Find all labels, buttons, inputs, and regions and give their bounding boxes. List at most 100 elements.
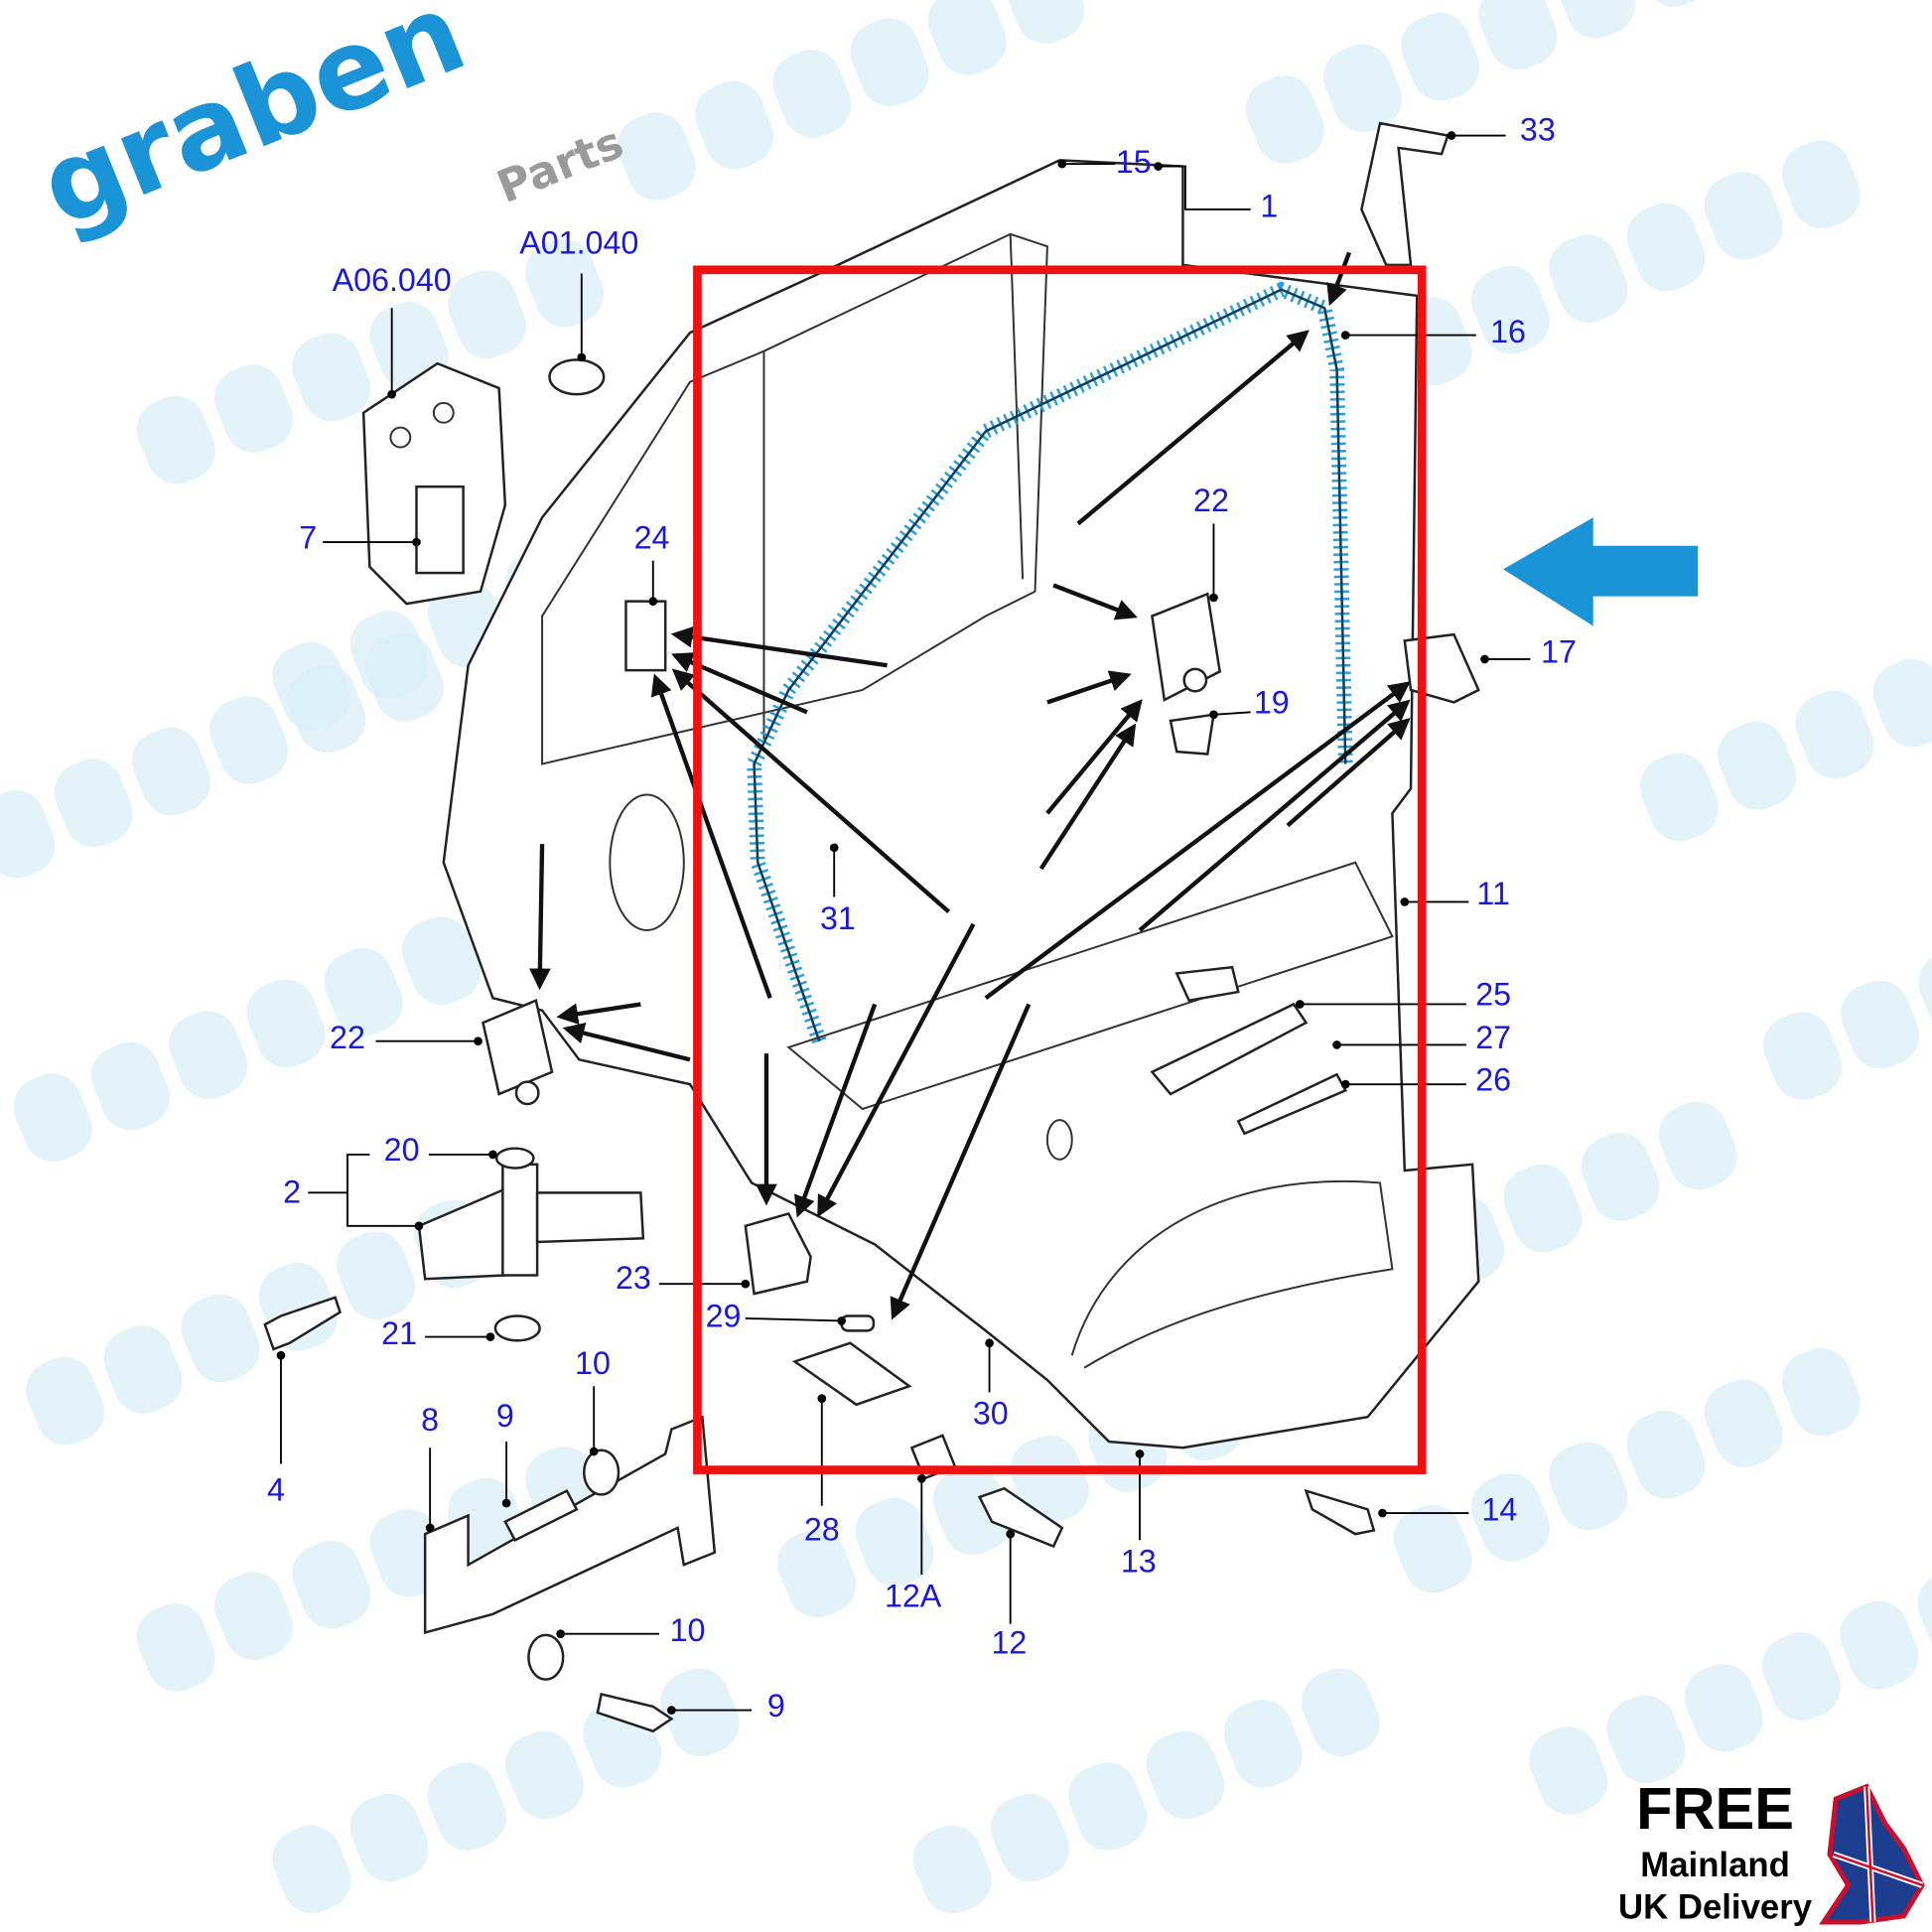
leader-dot [1057,159,1067,169]
logo-word: graben [23,0,482,253]
callout-24: 24 [634,519,670,555]
callout-16: 16 [1490,314,1526,349]
pad-29 [840,1314,876,1332]
bolts-9-10 [503,1449,674,1733]
leader-dot [577,352,587,362]
leader-dot [1378,1508,1387,1518]
watermark-mark [13,916,481,1163]
promo-mainland: Mainland [1640,1847,1790,1884]
callout-a06040: A06.040 [333,262,452,298]
promo-free: FREE [1636,1775,1794,1842]
watermark-mark [1245,0,1713,164]
leader-dot [488,1150,497,1160]
check-strap-33 [1360,121,1449,267]
bracket-24 [624,600,667,672]
clip-21 [493,1314,541,1342]
highlight-box [693,265,1427,1474]
watermark-mark [272,1668,740,1914]
callout-13: 13 [1121,1544,1157,1580]
lock-22-lower [482,999,554,1106]
callout-20: 20 [384,1132,420,1168]
watermark-mark [1762,949,1932,1100]
callout-7: 7 [299,519,317,555]
callout-17: 17 [1541,634,1577,670]
watermark-mark [0,632,444,879]
callout-2: 2 [283,1173,301,1209]
callout-26: 26 [1475,1061,1511,1097]
callout-4: 4 [267,1472,285,1508]
callout-23: 23 [616,1260,651,1296]
callout-a01040: A01.040 [519,225,638,261]
leader-dot [1340,331,1350,340]
callout-15: 15 [1116,144,1152,180]
callout-31: 31 [820,900,856,936]
leader-dot [1209,710,1218,720]
bolt-4 [263,1296,343,1351]
callout-11: 11 [1476,876,1509,911]
leader-line [1158,165,1251,210]
leader-dot [817,1394,827,1403]
callout-9: 9 [767,1688,785,1724]
door-shell [442,159,1480,1449]
watermark-mark [617,0,1085,201]
callout-19: 19 [1254,685,1290,721]
leader-dot [648,597,658,606]
watermark-mark [1393,1347,1861,1593]
leader-dot [1480,654,1489,664]
callout-25: 25 [1475,977,1511,1013]
hinge-bracket-A06040 [361,361,507,606]
leader-dot [1135,1449,1145,1458]
clip-19 [1169,713,1215,756]
leader-dot [985,1338,994,1348]
leader-dot [474,1036,483,1046]
callout-14: 14 [1481,1491,1517,1527]
watermark-mark [912,1668,1380,1914]
callout-1: 1 [1260,188,1278,223]
callout-8: 8 [421,1402,439,1438]
callout-21: 21 [381,1315,417,1351]
leader-dot [1006,1529,1016,1539]
watermark-mark [1639,658,1932,842]
hinge-2 [417,1147,645,1281]
leader-dot [387,389,397,399]
callout-28: 28 [804,1511,840,1547]
leader-dot [414,1221,424,1231]
callout-33: 33 [1520,111,1556,147]
watermark-mark [1529,1570,1932,1815]
leader-dot [916,1473,926,1483]
callout-10: 10 [575,1345,611,1381]
plate-28 [791,1341,912,1407]
leader-dot [425,1523,435,1533]
graben-logo: graben Parts [23,0,630,253]
leader-dot [1447,131,1456,140]
promo-uk-delivery: UK Delivery [1618,1888,1813,1926]
bracket-23 [744,1211,812,1296]
callout-10: 10 [670,1612,706,1648]
leader-dot [667,1706,676,1715]
watermark-mark [1393,140,1861,386]
leader-dot [1400,897,1410,906]
leader-line [308,1153,419,1227]
leader-dot [1154,162,1163,171]
watermark-mark [26,1199,493,1446]
leader-line [745,1317,842,1322]
callout-29: 29 [706,1299,742,1334]
leader-dot [1295,1000,1305,1009]
callout-9: 9 [496,1398,514,1434]
leader-dot [1340,1079,1350,1089]
lock-22-upper [1151,592,1222,702]
leader-dot [837,1316,846,1325]
leader-dot [589,1447,599,1456]
leader-dot [501,1498,511,1508]
leader-dot [485,1332,495,1341]
leader-dot [1332,1040,1341,1049]
leader-dot [412,537,421,547]
callout-leaders [276,131,1531,1715]
callout-27: 27 [1475,1020,1511,1055]
plug-A01040 [548,358,606,396]
free-delivery-badge: FREE Mainland UK Delivery [1618,1775,1925,1926]
watermark-mark [136,238,605,484]
hinge-8 [423,1415,717,1635]
leader-dot [276,1350,286,1360]
